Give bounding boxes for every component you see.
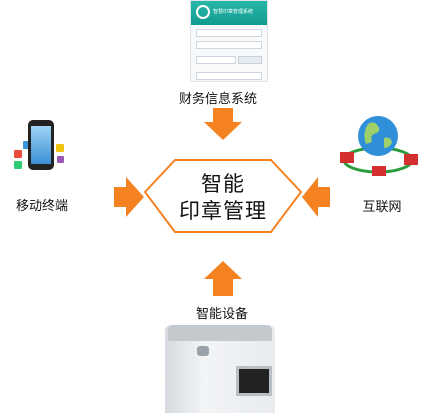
username-field (196, 29, 262, 37)
arrow-from-bottom (204, 261, 242, 296)
computer-left-icon (340, 152, 354, 163)
arrow-from-left (114, 177, 144, 217)
finance-system-screenshot: 智慧印章管理系统 登 录 (190, 0, 268, 82)
app-icon-yellow (56, 144, 64, 152)
label-smart-device: 智能设备 (195, 307, 248, 322)
login-banner: 智慧印章管理系统 (191, 1, 267, 25)
captcha-field (196, 56, 236, 64)
center-title-line2: 印章管理 (179, 199, 267, 223)
globe-land-2 (384, 137, 392, 148)
app-icon-red (14, 150, 22, 158)
arrow-from-top (204, 108, 242, 140)
device-slot (236, 366, 272, 396)
device-knob (197, 346, 209, 356)
device-top-panel (168, 325, 272, 341)
app-icon-purple (57, 156, 64, 163)
smartphone-icon (28, 120, 54, 170)
password-field (196, 41, 262, 49)
captcha-row (196, 49, 262, 68)
label-internet: 互联网 (362, 200, 402, 215)
app-icon-green (14, 161, 22, 169)
captcha-button (238, 56, 262, 64)
arrow-from-right (302, 177, 330, 217)
screenshot-title: 智慧印章管理系统 (213, 9, 254, 15)
app-icon-blue (23, 141, 31, 149)
center-title: 智能 印章管理 (170, 171, 276, 225)
label-finance-system: 财务信息系统 (178, 92, 257, 107)
center-title-line1: 智能 (201, 172, 245, 196)
center-hexagon (143, 159, 303, 233)
computer-right-icon (404, 154, 418, 165)
select-field (196, 72, 262, 80)
globe-land (364, 122, 380, 144)
computer-bottom-icon (372, 166, 386, 176)
label-mobile-terminal: 移动终端 (15, 199, 68, 214)
phone-screen (31, 126, 51, 164)
app-logo-icon (196, 5, 210, 19)
network-globe-icon (340, 116, 418, 176)
